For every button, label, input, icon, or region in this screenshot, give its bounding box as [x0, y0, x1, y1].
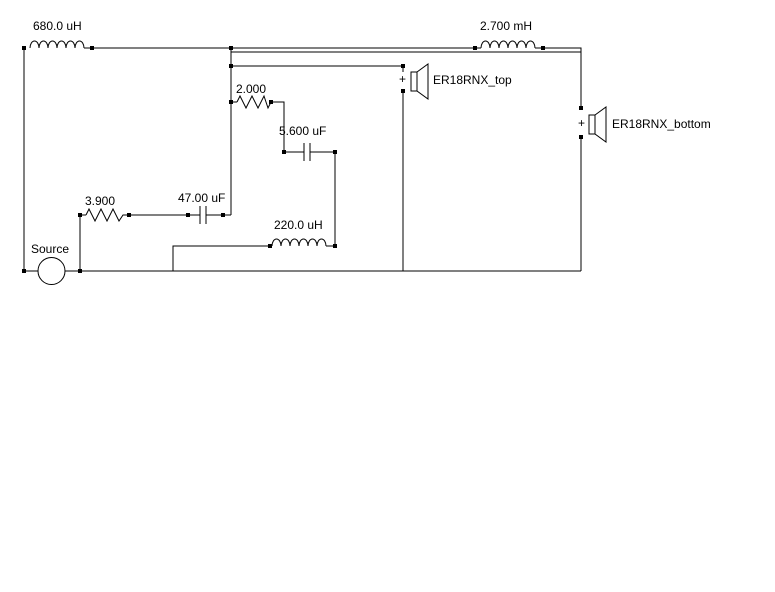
- connection-nodes: [22, 46, 583, 273]
- inductor-220uh-label: 220.0 uH: [274, 218, 323, 232]
- speaker-top-symbol: [410, 63, 429, 100]
- inductor-220uh: [271, 238, 335, 247]
- speaker-bottom-polarity: +: [578, 116, 585, 130]
- inductor-680uh: [29, 40, 92, 49]
- resistor-3-900-label: 3.900: [85, 194, 115, 208]
- capacitor-47-00uf-label: 47.00 uF: [178, 191, 225, 205]
- speaker-top-polarity: +: [399, 72, 406, 86]
- resistor-2-000-label: 2.000: [236, 82, 266, 96]
- capacitor-47-00uf: [188, 206, 217, 224]
- inductor-2700mh-label: 2.700 mH: [480, 19, 532, 33]
- source-label: Source: [31, 242, 69, 256]
- capacitor-5-600uf: [301, 143, 314, 161]
- speaker-top-label: ER18RNX_top: [433, 73, 512, 87]
- resistor-2-000: [236, 94, 272, 110]
- capacitor-5-600uf-label: 5.600 uF: [279, 124, 326, 138]
- inductor-680uh-label: 680.0 uH: [33, 19, 82, 33]
- inductor-2700mh: [475, 40, 543, 49]
- speaker-bottom-symbol: [588, 106, 607, 143]
- speaker-bottom-label: ER18RNX_bottom: [612, 117, 711, 131]
- source-symbol: [37, 257, 66, 285]
- resistor-3-900: [80, 207, 129, 223]
